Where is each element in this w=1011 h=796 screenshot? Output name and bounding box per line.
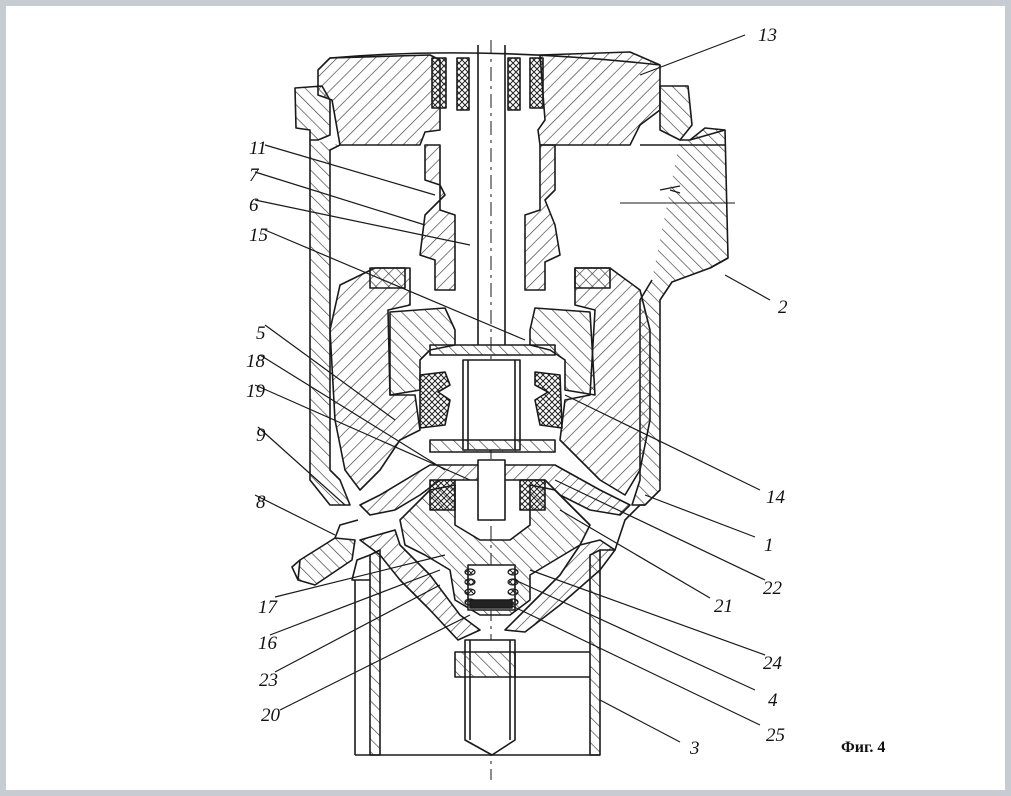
label-22: 22 (763, 578, 782, 599)
needle-collar (454, 651, 516, 678)
plunger (462, 359, 521, 451)
label-2: 2 (778, 297, 788, 318)
packing-left (431, 57, 447, 109)
bonnet-right (559, 267, 651, 496)
outlet-pipe-right (589, 549, 601, 756)
top-cover-rim (329, 52, 661, 66)
packing-right (507, 57, 521, 111)
label-19: 19 (246, 381, 265, 402)
stem-sleeve-right (524, 144, 561, 291)
seat-plate (359, 464, 631, 516)
housing-flange-left (294, 85, 331, 141)
top-cover-right (537, 51, 661, 146)
label-6: 6 (249, 195, 259, 216)
figure-caption: Фиг. 4 (841, 739, 886, 756)
label-14: 14 (766, 487, 785, 508)
label-5: 5 (256, 323, 266, 344)
label-16: 16 (258, 633, 277, 654)
housing-wall-right (631, 127, 729, 506)
bonnet-inner-left (369, 267, 406, 289)
label-15: 15 (249, 225, 268, 246)
seal-right (534, 371, 563, 429)
spring-seat (469, 599, 513, 609)
disc-insert-right (519, 479, 546, 511)
label-3: 3 (690, 738, 700, 759)
seal-left (419, 371, 451, 429)
stem-sleeve-left (419, 144, 456, 291)
spring-coils (464, 568, 519, 606)
label-18: 18 (246, 351, 265, 372)
top-cover-left (317, 54, 441, 146)
packing-right-2 (529, 57, 544, 109)
label-25: 25 (766, 725, 785, 746)
label-23: 23 (259, 670, 278, 691)
label-20: 20 (261, 705, 280, 726)
retainer-bar (429, 344, 556, 356)
label-7: 7 (249, 165, 259, 186)
lower-cone-left (359, 529, 481, 641)
label-17: 17 (258, 597, 277, 618)
stem (477, 45, 506, 345)
label-21: 21 (714, 596, 733, 617)
label-13: 13 (758, 25, 777, 46)
bonnet-inner-right (574, 267, 611, 289)
label-1: 1 (764, 535, 774, 556)
packing-left-2 (456, 57, 470, 111)
label-8: 8 (256, 492, 266, 513)
bonnet-left (329, 267, 421, 491)
piston-guide-right (529, 307, 596, 396)
inlet-port (640, 129, 726, 146)
label-11: 11 (249, 138, 267, 159)
disc-stem-tip (477, 459, 506, 521)
valve-cross-section-drawing (254, 34, 771, 780)
housing-flange-right (659, 85, 693, 141)
label-4: 4 (768, 690, 778, 711)
label-9: 9 (256, 425, 266, 446)
disc-insert-left (429, 479, 456, 511)
leader-lines (254, 34, 771, 743)
outlet-pipe-left (369, 549, 381, 756)
lower-cone-right (504, 539, 616, 633)
label-24: 24 (763, 653, 782, 674)
side-port (297, 537, 356, 586)
